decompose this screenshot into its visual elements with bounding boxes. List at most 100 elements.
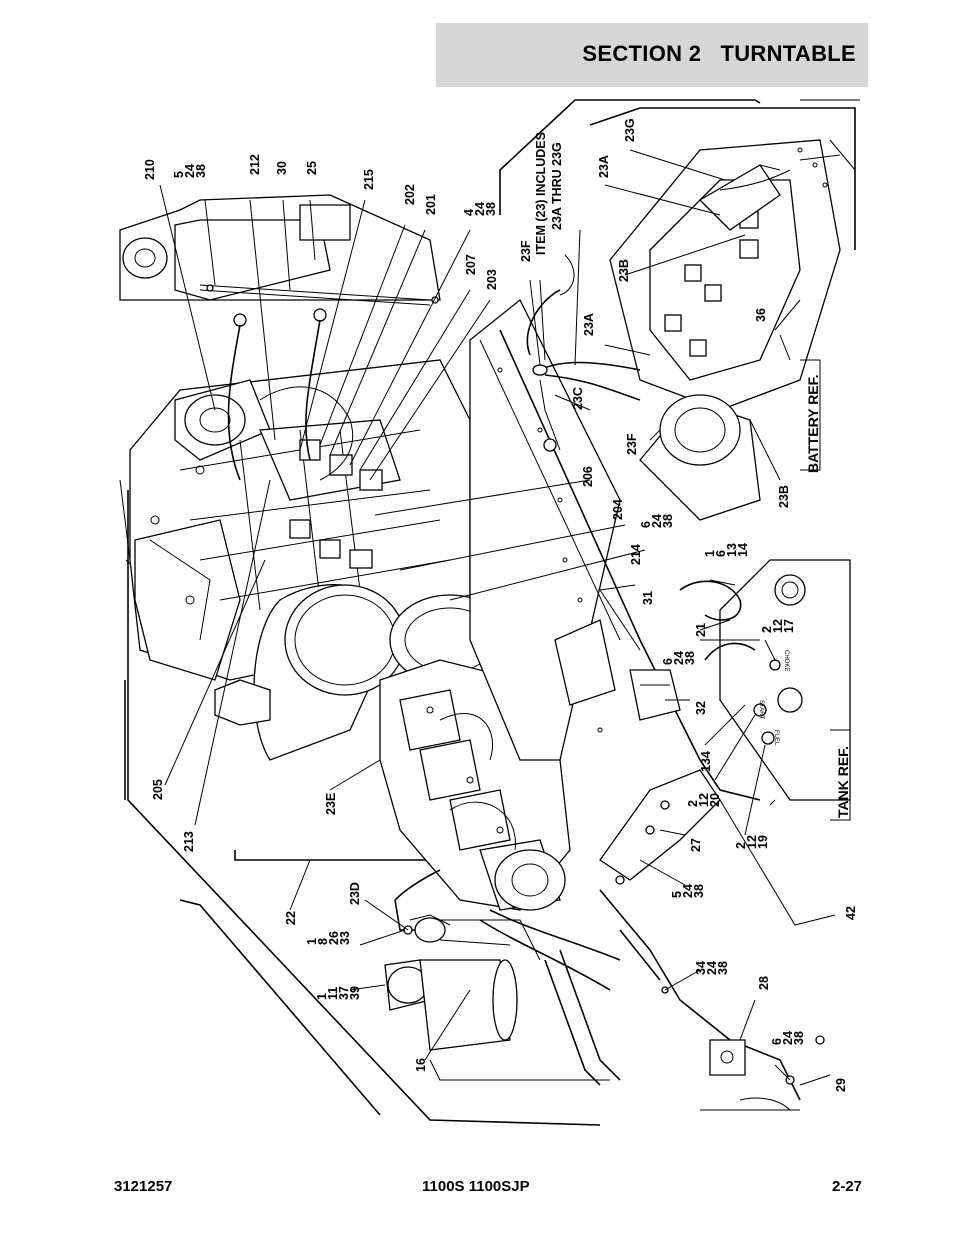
tank-ref-box: TANK REF. (830, 729, 851, 821)
callout-1-11-37-39: 1 11 37 39 (315, 986, 362, 1000)
callout-29: 29 (834, 1078, 848, 1092)
callout-42: 42 (844, 906, 858, 920)
callout-23A-top: 23A (597, 155, 611, 178)
battery-ref-box: BATTERY REF. (800, 359, 821, 473)
callout-2-12-19: 2 12 19 (734, 835, 770, 849)
callout-4-24-38: 4 24 38 (462, 202, 498, 216)
callout-6-24-38-a: 6 24 38 (639, 514, 675, 528)
callout-23F-top: 23F (519, 240, 533, 262)
callout-1-6-13-14: 1 6 13 14 (703, 543, 750, 557)
callout-labels: 210 5 24 38 212 30 25 215 202 201 4 24 3… (143, 118, 858, 1092)
callout-23D: 23D (348, 882, 362, 905)
callout-1-6-13-14-b: 6 (714, 550, 728, 557)
callout-1-11-37-39-c: 37 (337, 986, 351, 1000)
callout-213: 213 (182, 831, 196, 852)
leader-lines (159, 149, 836, 1086)
callout-34-24-38-b: 24 (705, 961, 719, 975)
callout-6-24-38-b-b: 24 (672, 651, 686, 665)
callout-23E: 23E (324, 793, 338, 815)
callout-27: 27 (689, 838, 703, 852)
callout-202: 202 (403, 184, 417, 205)
callout-36: 36 (754, 308, 768, 322)
radiator-assembly (119, 194, 441, 306)
callout-6-24-38-a-a: 6 (639, 521, 653, 528)
battery-ref-label: BATTERY REF. (805, 374, 821, 473)
footer-page-number: 2-27 (832, 1178, 863, 1195)
callout-5-24-38-bot: 5 24 38 (670, 884, 706, 898)
callout-1-6-13-14-a: 1 (703, 550, 717, 557)
callout-201: 201 (424, 194, 438, 215)
callout-1-11-37-39-b: 11 (326, 987, 340, 1000)
callout-2-12-20-b: 12 (697, 793, 711, 807)
callout-2-12-20: 2 12 20 (686, 793, 722, 807)
callout-2-12-17-c: 17 (782, 619, 796, 633)
callout-215: 215 (362, 169, 376, 190)
callout-30: 30 (275, 161, 289, 175)
callout-16: 16 (414, 1058, 428, 1072)
hydraulic-lines (394, 869, 621, 1086)
callout-2-12-17: 2 12 17 (760, 619, 796, 633)
callout-5-24-38-bot-b: 24 (681, 884, 695, 898)
battery-cables (526, 169, 791, 452)
callout-2-12-20-c: 20 (708, 793, 722, 807)
item-23-note: ITEM (23) INCLUDES 23A THRU 23G (534, 132, 564, 255)
callout-207: 207 (464, 254, 478, 275)
callout-5-24-38-top-b: 24 (183, 164, 197, 178)
callout-21: 21 (694, 623, 708, 637)
callout-2-12-17-a: 2 (760, 626, 774, 633)
callout-6-24-38-b-c: 38 (683, 651, 697, 665)
callout-2-12-20-a: 2 (686, 800, 700, 807)
callout-204: 204 (611, 499, 625, 520)
callout-2-12-19-c: 19 (756, 835, 770, 849)
callout-5-24-38-bot-c: 38 (692, 884, 706, 898)
return-filter (384, 917, 518, 1051)
callout-1-8-26-33-b: 8 (316, 938, 330, 945)
callout-6-24-38-a-c: 38 (661, 514, 675, 528)
callout-5-24-38-top: 5 24 38 (172, 164, 208, 178)
callout-203: 203 (485, 269, 499, 290)
callout-4-24-38-b: 24 (473, 202, 487, 216)
panel-label-start: START (758, 700, 764, 719)
callout-5-24-38-top-a: 5 (172, 171, 186, 178)
callout-4-24-38-c: 38 (484, 202, 498, 216)
callout-1-6-13-14-d: 14 (736, 543, 750, 557)
callout-23F-mid: 23F (625, 433, 639, 455)
callout-2-12-19-a: 2 (734, 842, 748, 849)
callout-6-24-38-b: 6 24 38 (661, 651, 697, 665)
callout-1-6-13-14-c: 13 (725, 543, 739, 557)
callout-214: 214 (629, 544, 643, 565)
panel-label-choke: CHOKE (783, 650, 789, 671)
fuel-tank-panel: CHOKE START FUEL (679, 559, 851, 801)
section-header: SECTION 2 TURNTABLE (436, 23, 868, 87)
callout-6-24-38-c-b: 24 (781, 1031, 795, 1045)
air-cleaner (214, 584, 511, 761)
note-line-1: ITEM (23) INCLUDES (534, 132, 548, 255)
callout-212: 212 (248, 154, 262, 175)
callout-1-11-37-39-d: 39 (348, 986, 362, 1000)
callout-1-8-26-33-d: 33 (338, 931, 352, 945)
callout-1-11-37-39-a: 1 (315, 993, 329, 1000)
callout-4-24-38-a: 4 (462, 209, 476, 216)
callout-210: 210 (143, 159, 157, 180)
callout-2-12-17-b: 12 (771, 619, 785, 633)
callout-23B-top: 23B (617, 259, 631, 282)
callout-34-24-38-c: 38 (716, 961, 730, 975)
support-rail (479, 329, 761, 885)
callout-5-24-38-bot-a: 5 (670, 891, 684, 898)
callout-1-8-26-33-c: 26 (327, 931, 341, 945)
panel-label-fuel: FUEL (773, 730, 779, 746)
section-title: SECTION 2 TURNTABLE (582, 41, 856, 66)
note-line-2: 23A THRU 23G (550, 142, 564, 230)
callout-6-24-38-c: 6 24 38 (770, 1031, 806, 1045)
callout-6-24-38-c-a: 6 (770, 1038, 784, 1045)
footer-model: 1100S 1100SJP (422, 1178, 530, 1195)
callout-34-24-38: 34 24 38 (694, 961, 730, 975)
hinge-plate (599, 889, 825, 1111)
callout-205: 205 (151, 779, 165, 800)
callout-32: 32 (694, 701, 708, 715)
callout-23G: 23G (623, 118, 637, 142)
callout-134: 134 (699, 751, 713, 772)
callout-6-24-38-c-c: 38 (792, 1031, 806, 1045)
callout-2-12-19-b: 12 (745, 835, 759, 849)
